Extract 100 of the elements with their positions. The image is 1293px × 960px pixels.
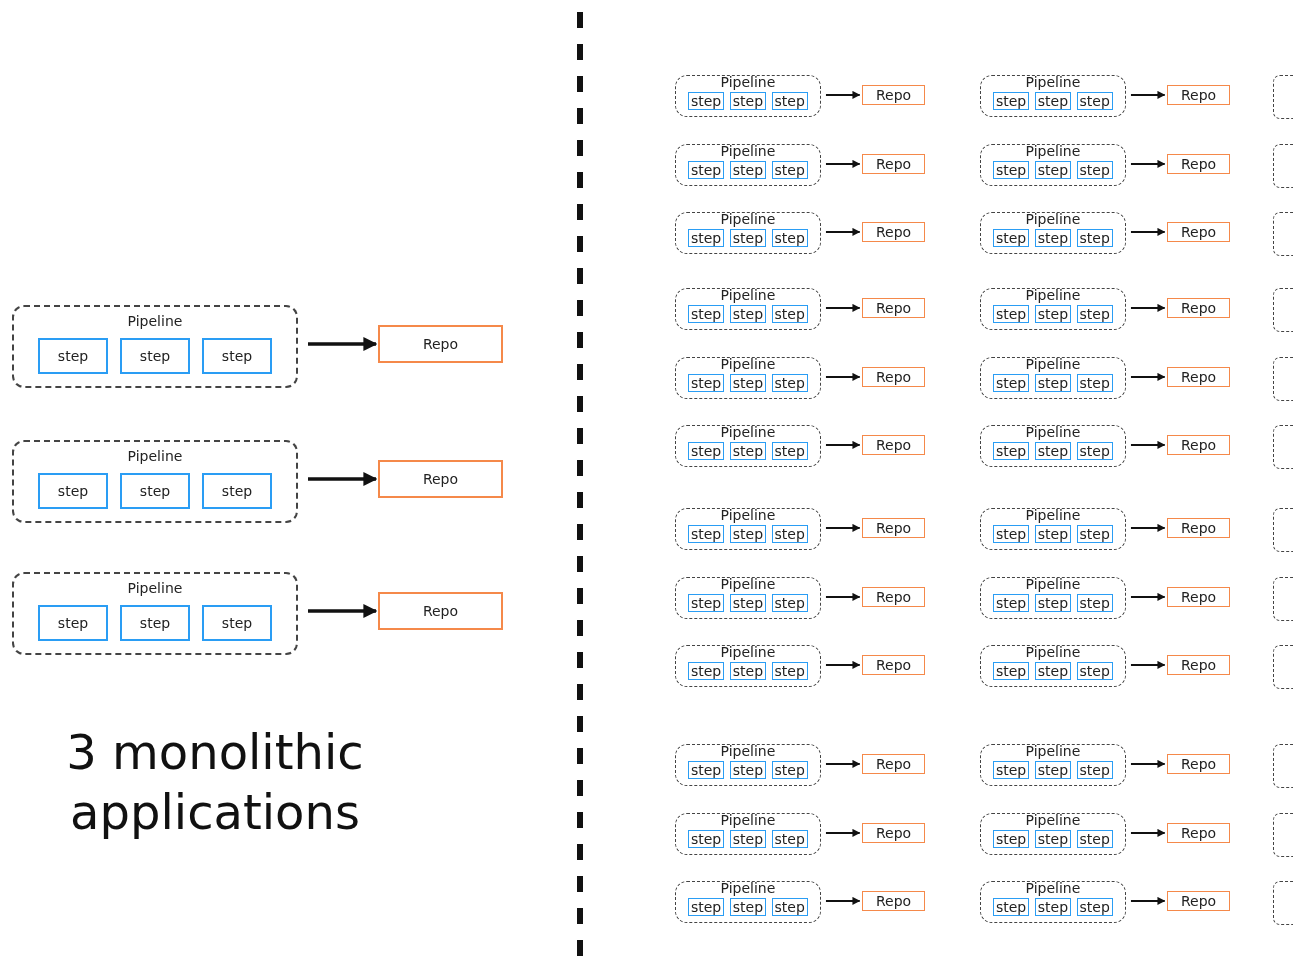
step-box: step [120,338,190,374]
arrow [1129,660,1166,669]
repo-box: Repo [861,655,926,675]
pipeline-container [980,212,1126,255]
step-box: step [730,661,766,681]
arrow [824,759,861,768]
repo-box: Repo [1166,754,1231,774]
step-box: step [38,473,108,509]
step-box: step [688,441,724,461]
step-box: step [730,91,766,111]
step-box: step [1076,304,1113,324]
step-box: step [1035,661,1071,681]
repo-box: Repo [861,823,926,843]
repo-box: Repo [861,518,926,538]
step-box: step [1076,593,1113,613]
step-box: step [1076,524,1113,544]
step-box: step [202,338,272,374]
repo-box: Repo [1166,367,1231,387]
arrow [1129,227,1166,236]
pipeline-container [980,288,1126,331]
caption-text: 3 monolithic applications [65,723,365,842]
step-box: step [771,760,808,780]
repo-box: Repo [861,222,926,242]
step-box: step [993,228,1029,248]
pipeline-container [675,508,821,551]
arrow [1129,592,1166,601]
step-box: step [1076,829,1113,849]
arrow [824,90,861,99]
step-box: step [1035,441,1071,461]
pipeline-container [980,357,1126,400]
step-box: step [1035,373,1071,393]
step-box: step [1076,760,1113,780]
step-box: step [730,524,766,544]
repo-box: Repo [1166,154,1231,174]
arrow [824,660,861,669]
step-box: step [688,524,724,544]
arrow [1129,440,1166,449]
arrow [308,472,378,486]
step-box: step [993,91,1029,111]
step-box: step [120,605,190,641]
step-box: step [1035,228,1071,248]
step-box: step [688,373,724,393]
pipeline-container [980,577,1126,620]
step-box: step [993,760,1029,780]
step-box: step [771,304,808,324]
step-box: step [730,160,766,180]
arrow [824,828,861,837]
pipeline-container [980,508,1126,551]
step-box: step [771,829,808,849]
pipeline-container [675,744,821,787]
arrow [824,523,861,532]
step-box: step [1035,593,1071,613]
step-box: step [1076,160,1113,180]
pipeline-container [980,744,1126,787]
step-box: step [730,441,766,461]
arrow [308,604,378,618]
step-box: step [993,829,1029,849]
step-box: step [1035,897,1071,917]
step-box: step [688,593,724,613]
step-box: step [38,605,108,641]
arrow [824,159,861,168]
pipeline-container [12,305,298,388]
pipeline-container [675,645,821,688]
pipeline-container [675,212,821,255]
step-box: step [771,441,808,461]
arrow [824,303,861,312]
repo-box: Repo [861,435,926,455]
repo-box: Repo [378,460,503,498]
step-box: step [730,760,766,780]
arrow [1129,523,1166,532]
step-box: step [1076,897,1113,917]
step-box: step [1076,228,1113,248]
step-box: step [688,228,724,248]
step-box: step [688,897,724,917]
step-box: step [1035,760,1071,780]
arrow [824,440,861,449]
step-box: step [202,473,272,509]
step-box: step [993,661,1029,681]
step-box: step [1035,829,1071,849]
step-box: step [730,897,766,917]
arrow [1129,159,1166,168]
step-box: step [993,524,1029,544]
step-box: step [730,829,766,849]
repo-box: Repo [861,154,926,174]
pipeline-container [675,357,821,400]
step-box: step [202,605,272,641]
repo-box: Repo [861,298,926,318]
repo-box: Repo [1166,85,1231,105]
arrow [1129,759,1166,768]
step-box: step [771,593,808,613]
step-box: step [688,661,724,681]
repo-box: Repo [378,325,503,363]
step-box: step [771,160,808,180]
step-box: step [1035,160,1071,180]
repo-box: Repo [861,85,926,105]
pipeline-container [675,425,821,468]
step-box: step [688,304,724,324]
arrow [1129,303,1166,312]
arrow [308,337,378,351]
pipeline-container [980,425,1126,468]
